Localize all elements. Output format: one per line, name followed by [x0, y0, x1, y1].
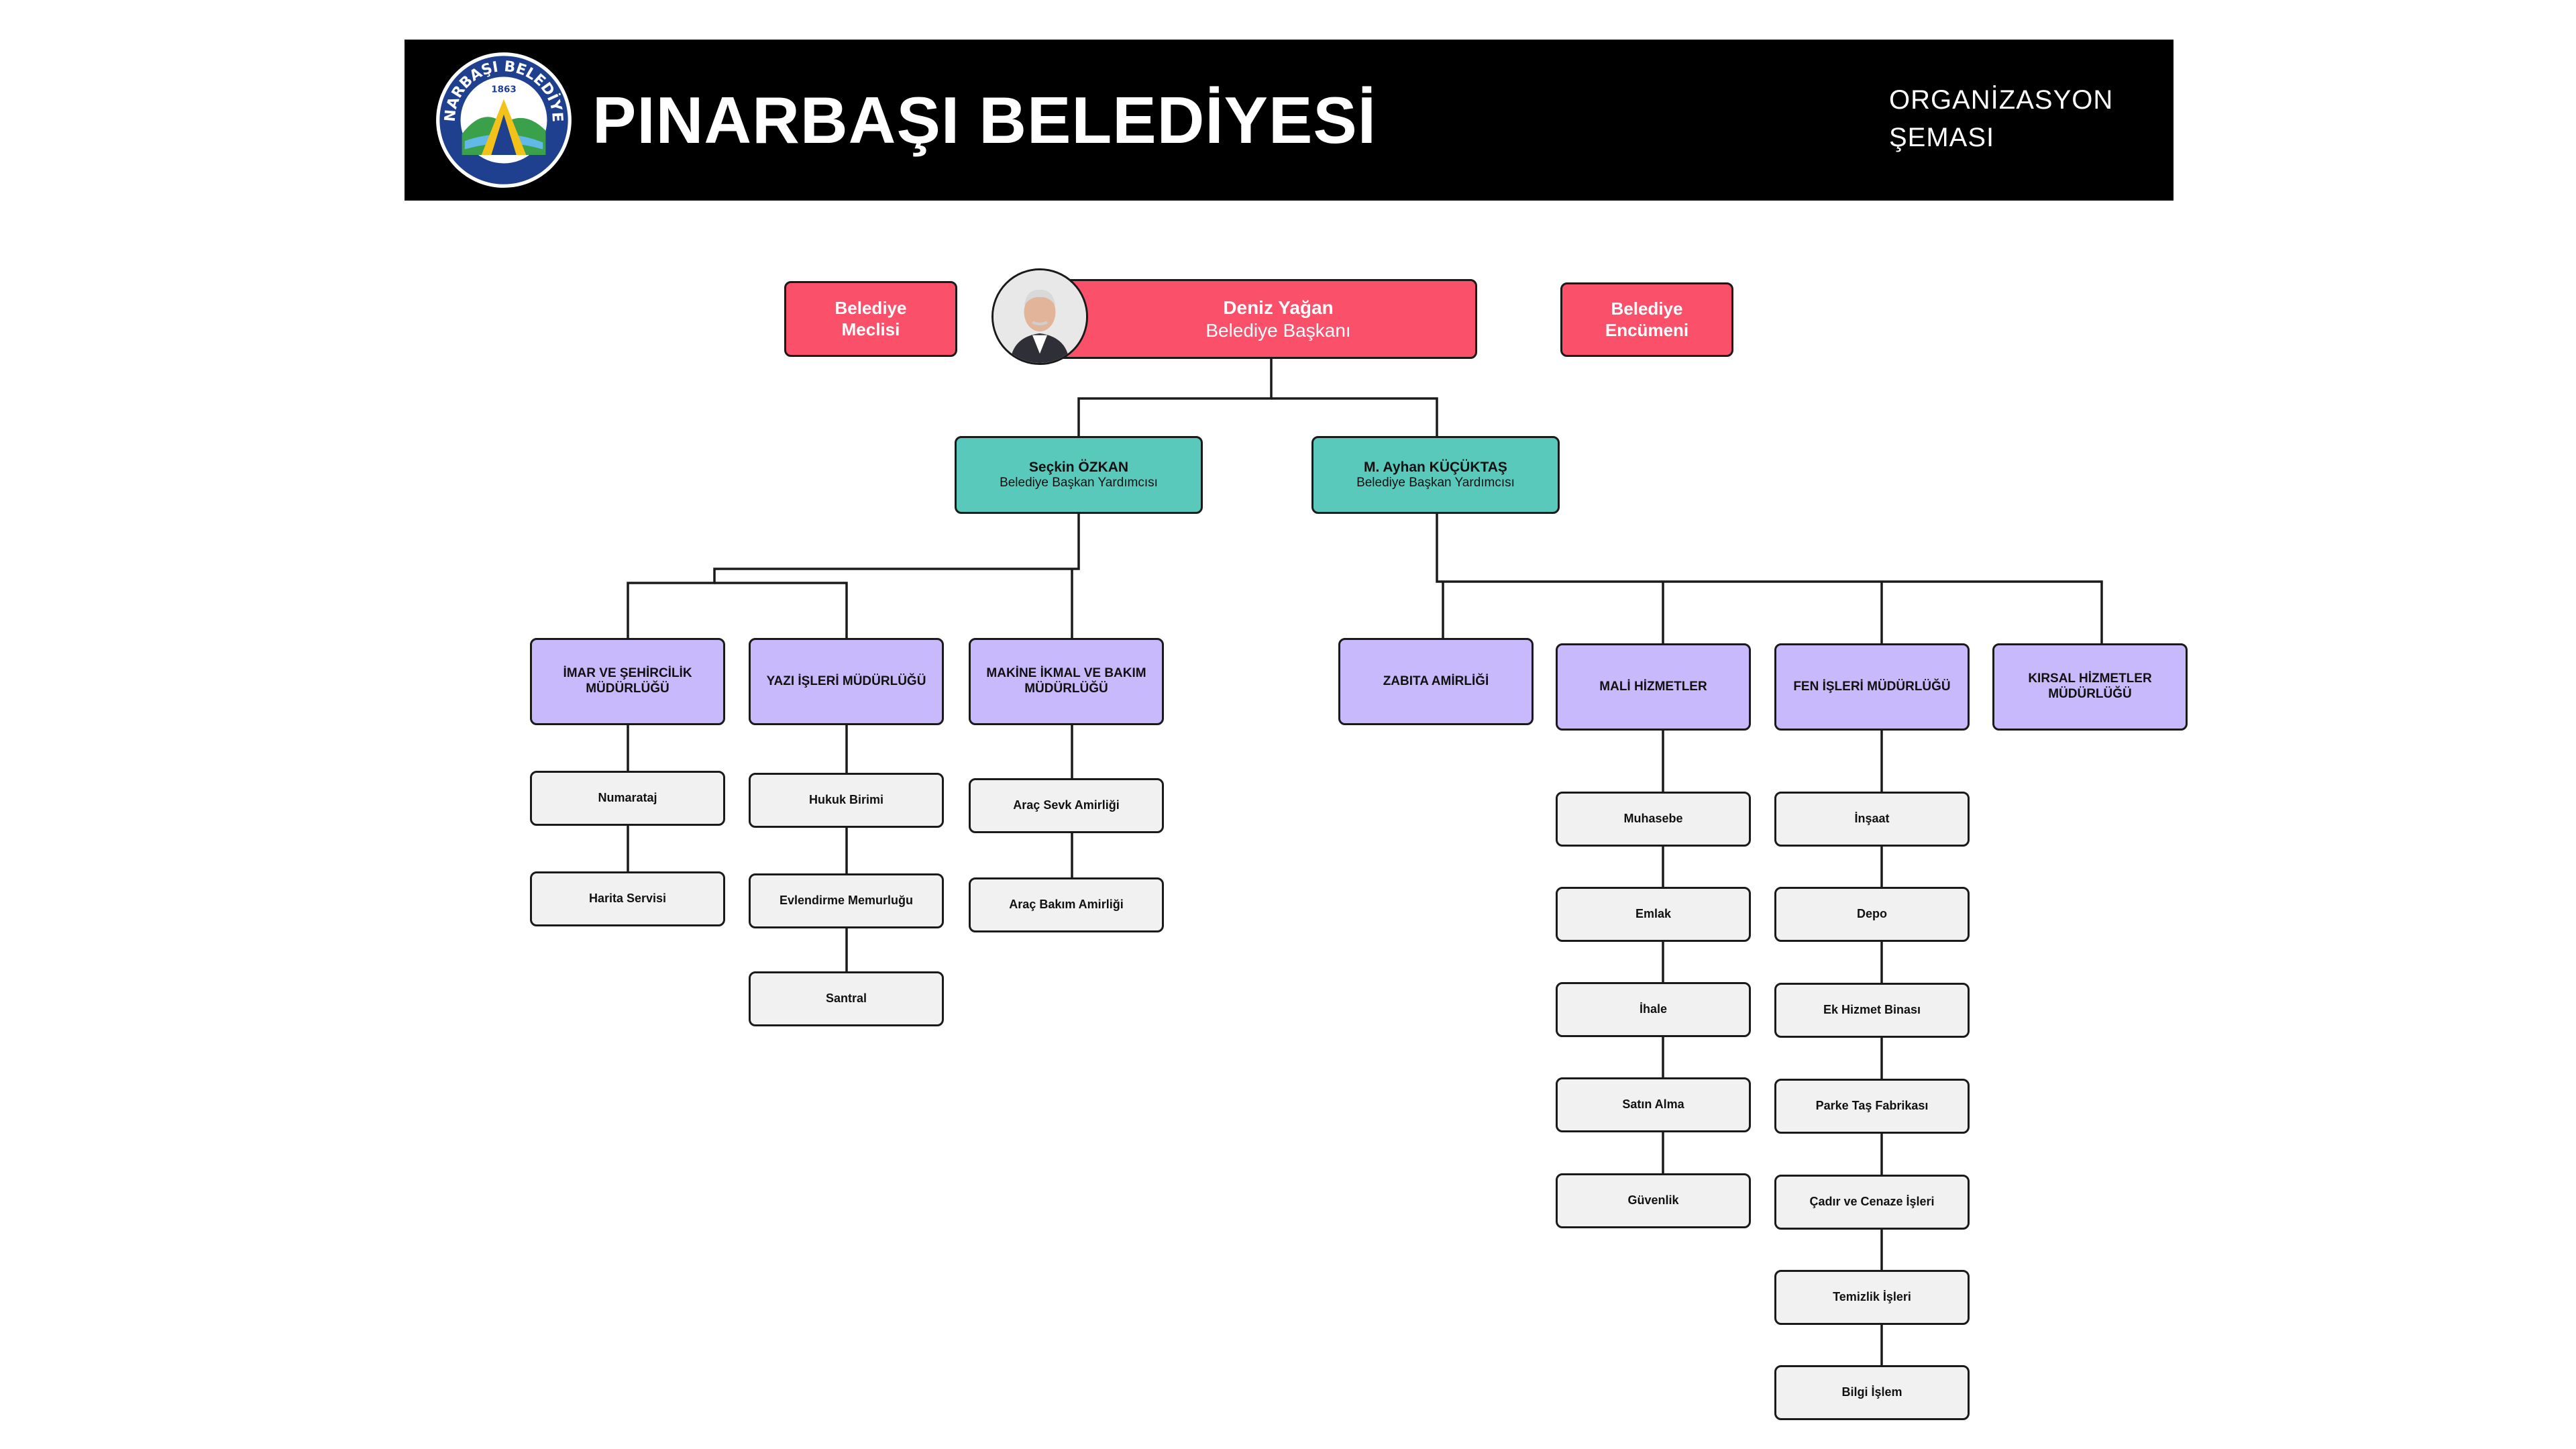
directorate-mali-hizmetler: MALİ HİZMETLER [1556, 643, 1751, 731]
directorate-makine-ikmal: MAKİNE İKMAL VE BAKIM MÜDÜRLÜĞÜ [969, 638, 1164, 725]
unit-box: İhale [1556, 982, 1751, 1037]
committee-box: Belediye Encümeni [1560, 282, 1733, 357]
directorate-imar: İMAR VE ŞEHİRCİLİK MÜDÜRLÜĞÜ [530, 638, 725, 725]
mayor-name: Deniz Yağan [1223, 297, 1334, 318]
unit-box: Parke Taş Fabrikası [1774, 1079, 1970, 1134]
site-title: PINARBAŞI BELEDİYESİ [592, 83, 1377, 157]
deputy-box-1: Seçkin ÖZKAN Belediye Başkan Yardımcısı [955, 436, 1203, 514]
council-box: Belediye Meclisi [784, 281, 957, 357]
deputy-box-2: M. Ayhan KÜÇÜKTAŞ Belediye Başkan Yardım… [1311, 436, 1560, 514]
unit-box: Depo [1774, 887, 1970, 942]
header-bar: PINARBAŞI BELEDİYESİ 1863 PINARBAŞI BELE… [405, 37, 2174, 201]
municipality-logo: PINARBAŞI BELEDİYESİ 1863 [429, 37, 574, 190]
unit-box: Araç Sevk Amirliği [969, 778, 1164, 833]
unit-box: Emlak [1556, 887, 1751, 942]
unit-box: Araç Bakım Amirliği [969, 877, 1164, 932]
deputy-name: Seçkin ÖZKAN [1028, 460, 1129, 475]
unit-box: Muhasebe [1556, 792, 1751, 847]
chart-title: ORGANİZASYON ŞEMASI [1889, 85, 2114, 152]
mayor-role: Belediye Başkanı [1205, 319, 1351, 341]
deputy-role: Belediye Başkan Yardımcısı [1000, 476, 1158, 490]
unit-box: İnşaat [1774, 792, 1970, 847]
unit-box: Santral [749, 971, 944, 1026]
svg-text:1863: 1863 [491, 84, 517, 95]
unit-box: Çadır ve Cenaze İşleri [1774, 1175, 1970, 1230]
unit-box: Temizlik İşleri [1774, 1270, 1970, 1325]
unit-box: Bilgi İşlem [1774, 1365, 1970, 1420]
unit-box: Güvenlik [1556, 1173, 1751, 1228]
directorate-kirsal-hizmetler: KIRSAL HİZMETLER MÜDÜRLÜĞÜ [1992, 643, 2188, 731]
unit-box: Hukuk Birimi [749, 773, 944, 828]
unit-box: Harita Servisi [530, 871, 725, 926]
unit-box: Numarataj [530, 771, 725, 826]
directorate-fen-isleri: FEN İŞLERİ MÜDÜRLÜĞÜ [1774, 643, 1970, 731]
unit-box: Evlendirme Memurluğu [749, 873, 944, 928]
mayor-avatar [991, 268, 1088, 365]
directorate-yazi-isleri: YAZI İŞLERİ MÜDÜRLÜĞÜ [749, 638, 944, 725]
mayor-box: Deniz Yağan Belediye Başkanı [1036, 279, 1477, 359]
deputy-role: Belediye Başkan Yardımcısı [1356, 476, 1515, 490]
directorate-zabita: ZABITA AMİRLİĞİ [1338, 638, 1534, 725]
deputy-name: M. Ayhan KÜÇÜKTAŞ [1364, 460, 1507, 475]
unit-box: Ek Hizmet Binası [1774, 983, 1970, 1038]
unit-box: Satın Alma [1556, 1077, 1751, 1132]
